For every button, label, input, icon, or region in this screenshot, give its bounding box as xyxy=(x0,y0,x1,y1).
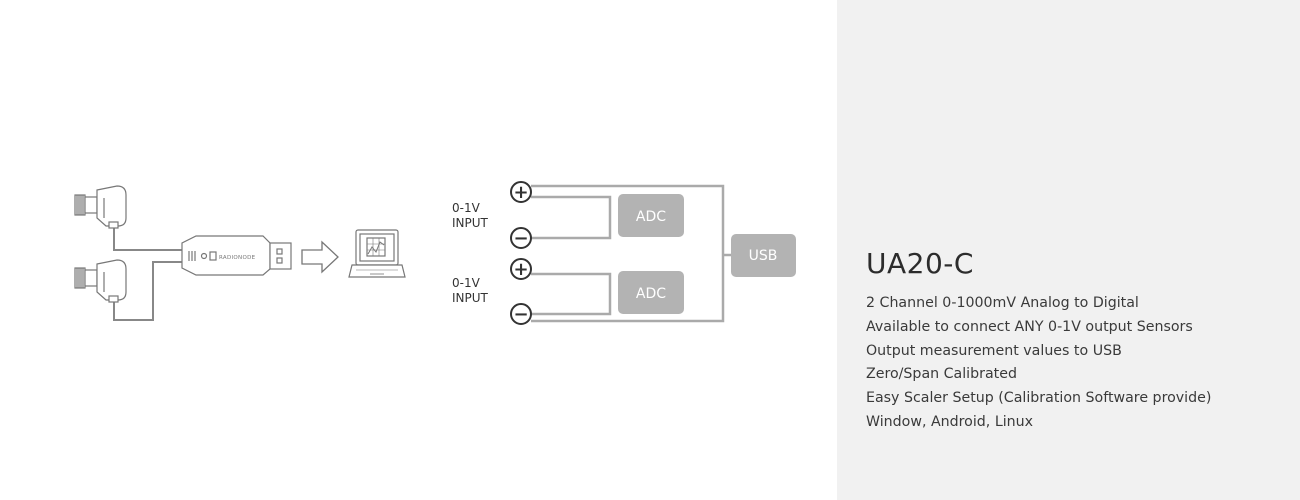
plus-icon: + xyxy=(513,259,528,280)
input1-label-line2: INPUT xyxy=(452,216,489,230)
input2-label-line1: 0-1V xyxy=(452,276,481,290)
feature-item: Available to connect ANY 0-1V output Sen… xyxy=(866,318,1193,335)
terminal-minus-2: − xyxy=(510,303,532,325)
usb-block: USB xyxy=(731,234,796,277)
device-brand-label: RADIONODE xyxy=(219,255,256,261)
plus-icon: + xyxy=(513,182,528,203)
adc-block-1: ADC xyxy=(618,194,684,237)
sensor-connector-icon xyxy=(74,185,127,229)
feature-list: 2 Channel 0-1000mV Analog to Digital Ava… xyxy=(866,292,1211,435)
block-diagram: 0-1V INPUT 0-1V INPUT + − + − ADC ADC xyxy=(452,181,796,325)
usb-label: USB xyxy=(749,248,778,264)
sensor-connector-icon xyxy=(74,259,127,303)
wiring xyxy=(531,184,731,323)
cable-bottom xyxy=(113,261,182,321)
adc-label: ADC xyxy=(636,286,666,302)
product-title: UA20-C xyxy=(866,247,974,280)
usb-dongle-icon: RADIONODE xyxy=(181,235,292,276)
minus-icon: − xyxy=(513,228,528,249)
feature-item: Output measurement values to USB xyxy=(866,342,1122,359)
terminal-plus-1: + xyxy=(510,181,532,203)
terminal-minus-1: − xyxy=(510,227,532,249)
laptop-icon xyxy=(348,229,406,278)
adc-label: ADC xyxy=(636,209,666,225)
cable-top xyxy=(113,222,182,251)
connection-diagram: RADIONODE 0-1V INPUT xyxy=(74,181,796,325)
input1-label-line1: 0-1V xyxy=(452,201,481,215)
channel1-wire xyxy=(531,195,612,240)
feature-item: Easy Scaler Setup (Calibration Software … xyxy=(866,390,1212,407)
input2-label-line2: INPUT xyxy=(452,291,489,305)
outer-wire xyxy=(531,184,725,323)
arrow-right-icon xyxy=(301,240,339,274)
minus-icon: − xyxy=(513,304,528,325)
adc-block-2: ADC xyxy=(618,271,684,314)
feature-item: Window, Android, Linux xyxy=(866,413,1034,430)
terminal-plus-2: + xyxy=(510,258,532,280)
product-info-panel: UA20-C 2 Channel 0-1000mV Analog to Digi… xyxy=(837,0,1300,500)
channel2-wire xyxy=(531,272,612,316)
feature-item: 2 Channel 0-1000mV Analog to Digital xyxy=(866,295,1139,311)
sensor-connection-illustration: RADIONODE xyxy=(74,185,406,321)
feature-item: Zero/Span Calibrated xyxy=(866,366,1017,383)
